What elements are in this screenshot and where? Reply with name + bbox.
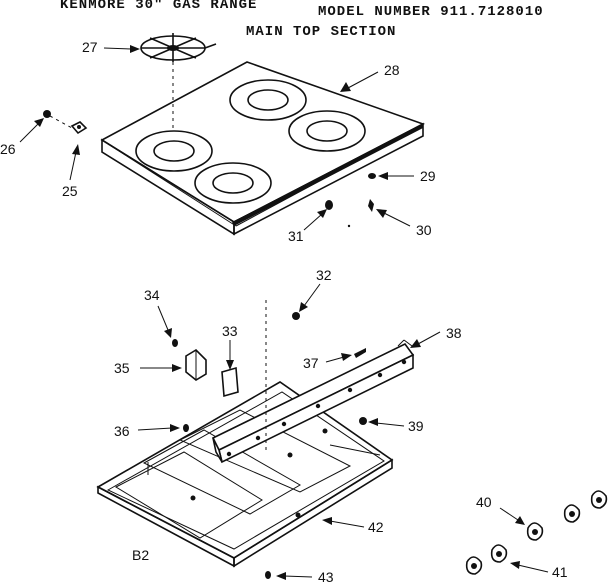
knob-part-40 (526, 522, 544, 541)
main-top-panel (100, 61, 426, 236)
burner-spider-part-27 (140, 33, 217, 62)
callout-39: 39 (408, 418, 424, 434)
callout-37: 37 (303, 355, 319, 371)
header-line-1-right: MODEL NUMBER 911.7128010 (318, 4, 544, 20)
callout-36: 36 (114, 423, 130, 439)
callout-40: 40 (476, 494, 492, 510)
callout-35: 35 (114, 360, 130, 376)
knob-part-41-right (490, 544, 508, 563)
burner-box-part-42 (96, 381, 394, 568)
callout-26: 26 (0, 141, 16, 157)
knob-upper-right-1 (563, 504, 581, 523)
knob-part-41-left (465, 556, 483, 575)
callout-32: 32 (316, 267, 332, 283)
callout-38: 38 (446, 325, 462, 341)
burner-front-right (288, 110, 366, 152)
callout-42: 42 (368, 519, 384, 535)
screw-part-32 (292, 312, 300, 320)
callout-43: 43 (318, 569, 334, 584)
callout-25: 25 (62, 183, 78, 199)
burner-front-left (194, 162, 272, 204)
leader-lines (19, 45, 549, 580)
screw-part-34 (172, 339, 178, 347)
callout-41: 41 (552, 564, 568, 580)
leader-26-dash (49, 115, 73, 129)
screw-part-26 (43, 110, 51, 118)
small-dot (347, 224, 351, 228)
screw-part-43 (265, 571, 271, 579)
header-line-1-left: KENMORE 30" GAS RANGE (60, 0, 258, 13)
callout-29: 29 (420, 168, 436, 184)
grommet-part-29 (368, 173, 376, 179)
callout-27: 27 (82, 39, 98, 55)
screw-part-36 (183, 424, 189, 432)
bracket-part-35 (185, 348, 207, 381)
screw-part-30 (368, 199, 374, 212)
callout-30: 30 (416, 222, 432, 238)
manifold-part-38 (211, 339, 415, 464)
clip-part-33 (221, 366, 239, 398)
screw-part-39 (359, 417, 367, 425)
burner-back-right (229, 79, 307, 121)
clip-part-25 (70, 121, 88, 135)
callout-33: 33 (222, 323, 238, 339)
callout-31: 31 (288, 228, 304, 244)
page-code: B2 (132, 547, 149, 563)
knob-upper-right-2 (590, 490, 608, 509)
header-line-2: MAIN TOP SECTION (246, 24, 397, 40)
callout-34: 34 (144, 287, 160, 303)
washer-part-31 (325, 200, 333, 210)
callout-28: 28 (384, 62, 400, 78)
burner-back-left (135, 130, 213, 172)
screw-part-37 (354, 348, 366, 358)
